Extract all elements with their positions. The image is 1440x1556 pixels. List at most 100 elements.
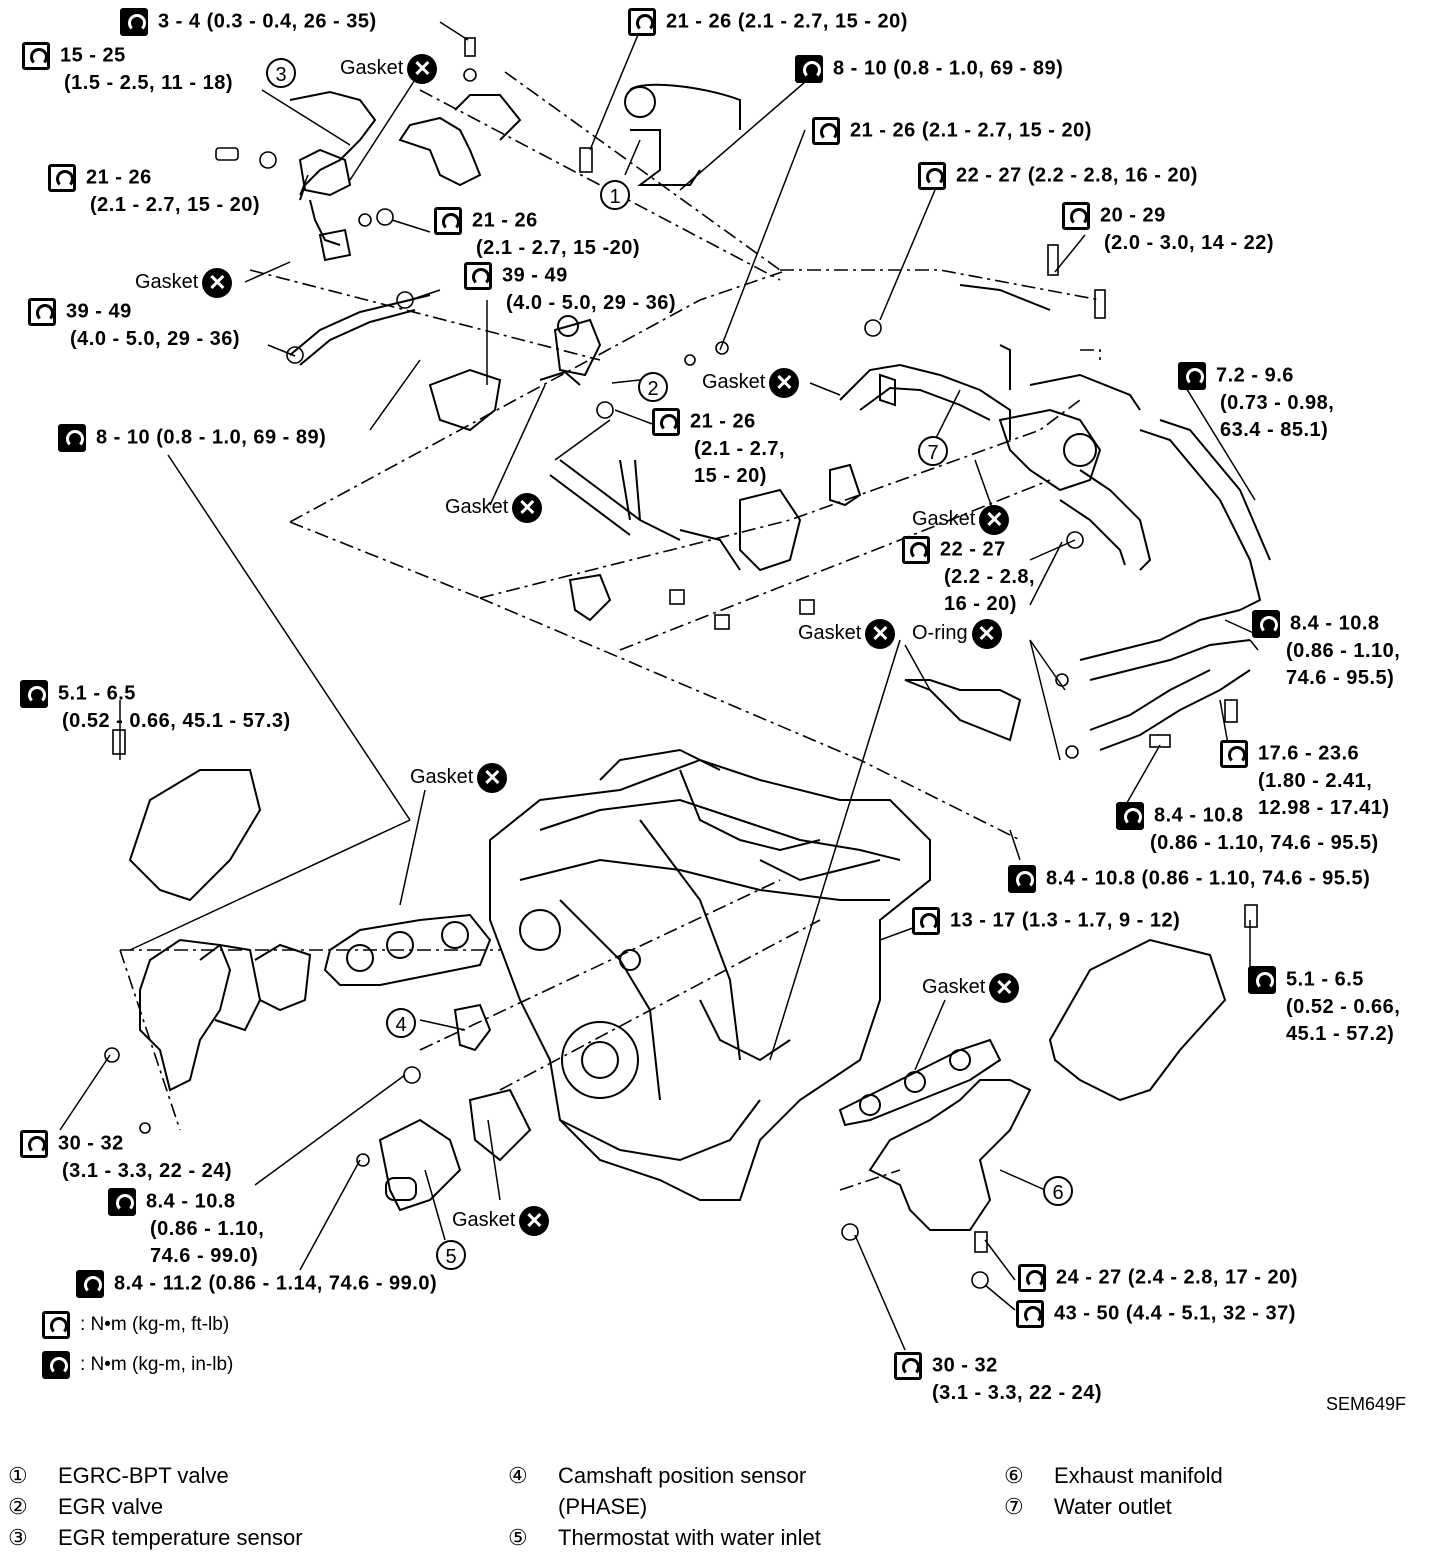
torque-label-egr-tube-nut: 39 - 49(4.0 - 5.0, 29 - 36)	[464, 262, 676, 317]
do-not-reuse-icon: ✕	[865, 618, 896, 649]
figure-reference: SEM649F	[1326, 1394, 1407, 1414]
torque-ft-lb-icon	[628, 8, 656, 36]
torque-label-tube-upper: 15 - 25(1.5 - 2.5, 11 - 18)	[22, 42, 233, 97]
legend-item: (PHASE)	[558, 1494, 648, 1519]
thermostat-housing	[378, 1003, 532, 1212]
do-not-reuse-icon: ✕	[979, 504, 1010, 535]
torque-label-temp-sensor: 20 - 29(2.0 - 3.0, 14 - 22)	[1062, 202, 1274, 257]
gasket-label-left-manifold: Gasket✕	[410, 762, 508, 793]
gasket-label-egr-tube: Gasket✕	[135, 267, 233, 298]
gasket-label-water-pipe: Gasket✕	[798, 618, 896, 649]
do-not-reuse-icon: ✕	[407, 53, 438, 84]
torque-label-heat-shield-right: 5.1 - 6.5(0.52 - 0.66,45.1 - 57.2)	[1248, 966, 1400, 1048]
torque-in-lb-icon	[795, 55, 823, 83]
reference-lines	[119, 71, 1101, 1191]
torque-label-egr-tube-left: 39 - 49(4.0 - 5.0, 29 - 36)	[28, 298, 240, 353]
torque-label-manifold-stud-lower: 24 - 27 (2.4 - 2.8, 17 - 20)	[1018, 1264, 1298, 1292]
torque-label-water-outlet-nut: 22 - 27 (2.2 - 2.8, 16 - 20)	[918, 162, 1198, 190]
torque-ft-lb-icon	[912, 907, 940, 935]
torque-label-cam-sensor-bolt: 8.4 - 10.8(0.86 - 1.10,74.6 - 99.0)	[108, 1188, 264, 1270]
callout-exhaust-manifold: 6	[1043, 1176, 1073, 1206]
torque-label-water-outlet-bolt: 22 - 27(2.2 - 2.8,16 - 20)	[902, 536, 1035, 618]
torque-ft-lb-icon	[48, 164, 76, 192]
torque-in-lb-icon	[1116, 802, 1144, 830]
torque-label-thermostat-bolt: 8.4 - 11.2 (0.86 - 1.14, 74.6 - 99.0)	[76, 1270, 437, 1298]
torque-ft-lb-icon	[22, 42, 50, 70]
torque-label-manifold-stud: 13 - 17 (1.3 - 1.7, 9 - 12)	[912, 907, 1180, 935]
do-not-reuse-icon: ✕	[971, 618, 1002, 649]
gasket-label-thermostat: Gasket✕	[452, 1205, 550, 1236]
torque-label-pipe-bolt: 8.4 - 10.8(0.86 - 1.10, 74.6 - 95.5)	[1116, 802, 1379, 857]
torque-label-egr-sensor: 3 - 4 (0.3 - 0.4, 26 - 35)	[120, 8, 377, 36]
callout-egr-valve: 2	[638, 372, 668, 402]
torque-label-tube-mid: 21 - 26(2.1 - 2.7, 15 -20)	[434, 207, 640, 262]
left-exhaust-manifold	[128, 769, 492, 1092]
leader-lines	[59, 21, 1259, 1351]
torque-in-lb-icon	[42, 1350, 70, 1379]
torque-in-lb-icon	[76, 1270, 104, 1298]
torque-label-egrc-bpt: 8 - 10 (0.8 - 1.0, 69 - 89)	[795, 55, 1063, 83]
torque-label-manifold-nut-lower: 43 - 50 (4.4 - 5.1, 32 - 37)	[1016, 1300, 1296, 1328]
do-not-reuse-icon: ✕	[202, 267, 233, 298]
torque-label-pipe-sensor: 17.6 - 23.6(1.80 - 2.41,12.98 - 17.41)	[1220, 740, 1390, 822]
callout-egr-temperature-sensor: 3	[266, 58, 296, 88]
torque-in-lb-icon	[58, 424, 86, 452]
engine-block	[489, 748, 931, 1201]
water-outlet-and-hoses	[839, 284, 1271, 751]
torque-ft-lb-icon	[42, 1310, 70, 1339]
torque-label-right-manifold-nut: 30 - 32(3.1 - 3.3, 22 - 24)	[894, 1352, 1102, 1407]
fasteners	[104, 37, 1258, 1289]
torque-ft-lb-icon	[1018, 1264, 1046, 1292]
right-exhaust-manifold	[838, 938, 1227, 1231]
torque-in-lb-icon	[20, 680, 48, 708]
torque-ft-lb-icon	[1220, 740, 1248, 768]
torque-label-left-manifold-nut: 30 - 32(3.1 - 3.3, 22 - 24)	[20, 1130, 232, 1185]
torque-ft-lb-icon	[902, 536, 930, 564]
torque-label-water-inlet-bolt: 8.4 - 10.8 (0.86 - 1.10, 74.6 - 95.5)	[1008, 865, 1370, 893]
do-not-reuse-icon: ✕	[989, 972, 1020, 1003]
torque-label-top-center: 21 - 26 (2.1 - 2.7, 15 - 20)	[628, 8, 908, 36]
do-not-reuse-icon: ✕	[512, 492, 543, 523]
torque-ft-lb-icon	[894, 1352, 922, 1380]
torque-in-lb-icon	[1008, 865, 1036, 893]
torque-in-lb-icon	[1178, 362, 1206, 390]
torque-in-lb-icon	[120, 8, 148, 36]
gasket-label-water-outlet: Gasket✕	[702, 367, 800, 398]
torque-ft-lb-icon	[464, 262, 492, 290]
gasket-label-water-outlet-lower: Gasket✕	[912, 504, 1010, 535]
callout-camshaft-position-sensor: 4	[386, 1008, 416, 1038]
torque-ft-lb-icon	[434, 207, 462, 235]
torque-label-left-bolt: 8 - 10 (0.8 - 1.0, 69 - 89)	[58, 424, 326, 452]
vacuum-components	[549, 459, 1022, 742]
callout-egrc-bpt-valve: 1	[600, 180, 630, 210]
torque-label-egr-bolt: 21 - 26(2.1 - 2.7,15 - 20)	[652, 408, 785, 490]
unit-legend-in-lb: : N•m (kg-m, in-lb)	[42, 1350, 233, 1380]
do-not-reuse-icon: ✕	[477, 762, 508, 793]
torque-ft-lb-icon	[28, 298, 56, 326]
gasket-label-egr-valve: Gasket✕	[445, 492, 543, 523]
unit-legend-ft-lb: : N•m (kg-m, ft-lb)	[42, 1310, 229, 1340]
egr-assembly	[289, 83, 741, 432]
torque-label-egr-valve-nut: 21 - 26 (2.1 - 2.7, 15 - 20)	[812, 117, 1092, 145]
torque-label-heat-shield-left: 5.1 - 6.5(0.52 - 0.66, 45.1 - 57.3)	[20, 680, 291, 735]
torque-ft-lb-icon	[20, 1130, 48, 1158]
gasket-label-right-manifold: Gasket✕	[922, 972, 1020, 1003]
torque-in-lb-icon	[1252, 610, 1280, 638]
callout-thermostat: 5	[436, 1240, 466, 1270]
oring-label-water-pipe: O-ring✕	[912, 618, 1002, 649]
torque-label-hose-bracket: 7.2 - 9.6(0.73 - 0.98,63.4 - 85.1)	[1178, 362, 1334, 444]
torque-ft-lb-icon	[812, 117, 840, 145]
do-not-reuse-icon: ✕	[519, 1205, 550, 1236]
torque-ft-lb-icon	[1062, 202, 1090, 230]
torque-ft-lb-icon	[652, 408, 680, 436]
torque-ft-lb-icon	[918, 162, 946, 190]
